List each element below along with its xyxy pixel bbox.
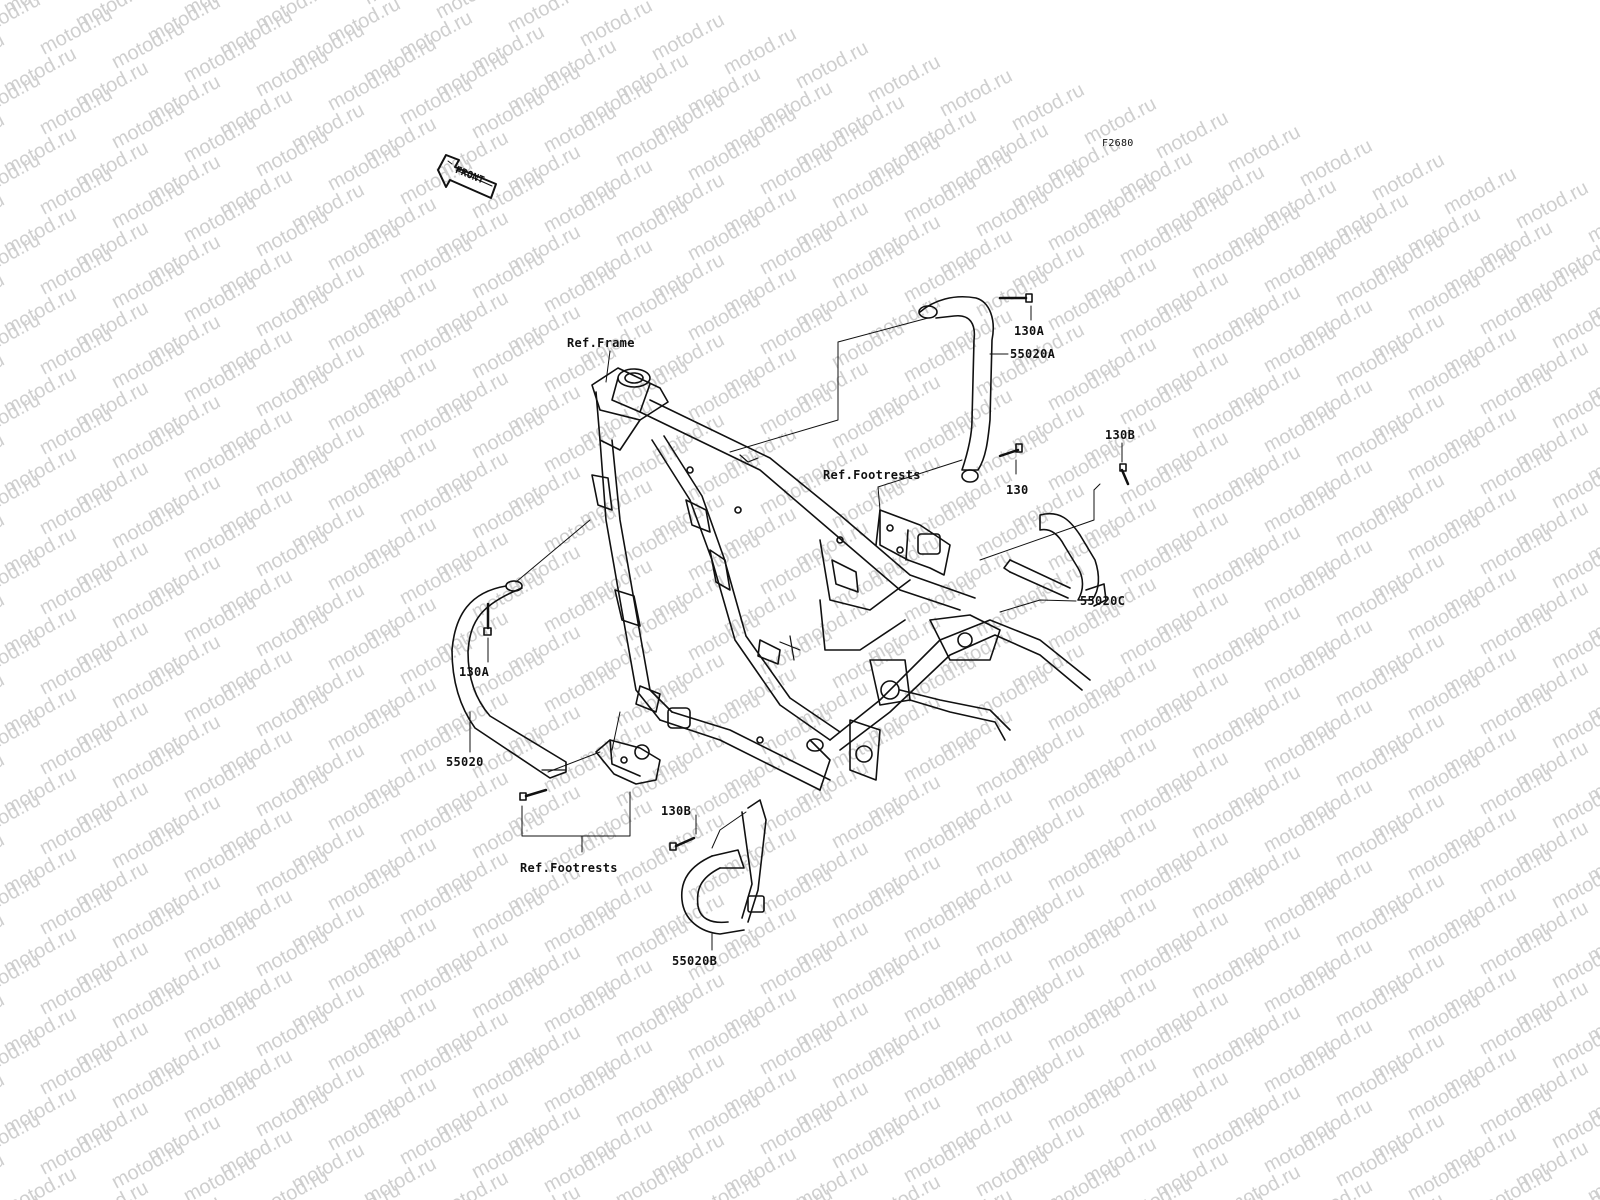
label-55020c: 55020C	[1080, 594, 1126, 608]
guard-55020a	[918, 296, 994, 483]
label-130a-top: 130A	[1014, 324, 1045, 338]
main-frame	[591, 367, 1091, 791]
leader-lines	[469, 305, 1123, 951]
label-130b-bottom: 130B	[661, 804, 692, 818]
guard-55020c	[1003, 513, 1107, 607]
footrest-bracket-left	[595, 739, 661, 785]
label-55020: 55020	[446, 755, 484, 769]
figure-code: F2680	[1102, 138, 1134, 149]
bolt-130	[998, 443, 1023, 458]
label-ref-footrests-right: Ref.Footrests	[823, 468, 921, 482]
label-130: 130	[1006, 483, 1029, 497]
guard-55020	[451, 580, 567, 779]
label-130a-left: 130A	[459, 665, 490, 679]
label-ref-frame: Ref.Frame	[567, 336, 635, 350]
footrest-bracket-right	[875, 509, 951, 576]
label-55020b: 55020B	[672, 954, 718, 968]
bolt-130b-bottom	[669, 836, 696, 851]
label-130b-right: 130B	[1105, 428, 1136, 442]
bolt-130a-top	[998, 293, 1033, 303]
front-arrow-icon	[437, 154, 497, 199]
bolt-130a-left	[483, 602, 492, 636]
label-55020a: 55020A	[1010, 347, 1056, 361]
bolt-left-lower	[519, 788, 548, 801]
guard-55020b	[681, 799, 767, 935]
label-ref-footrests-left: Ref.Footrests	[520, 861, 618, 875]
bolt-130b-right	[1119, 463, 1130, 486]
